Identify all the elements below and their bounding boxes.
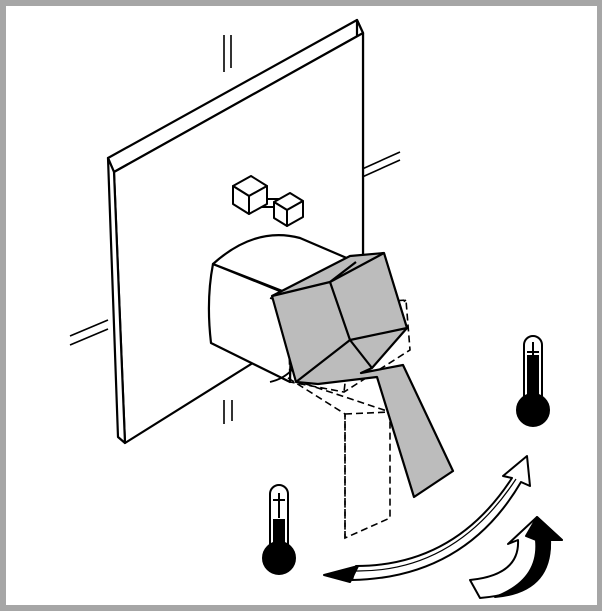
thermometer-hot-icon	[517, 336, 549, 426]
thermometer-cold-icon	[263, 485, 295, 574]
mixer-lever-handle-icon	[272, 253, 453, 497]
